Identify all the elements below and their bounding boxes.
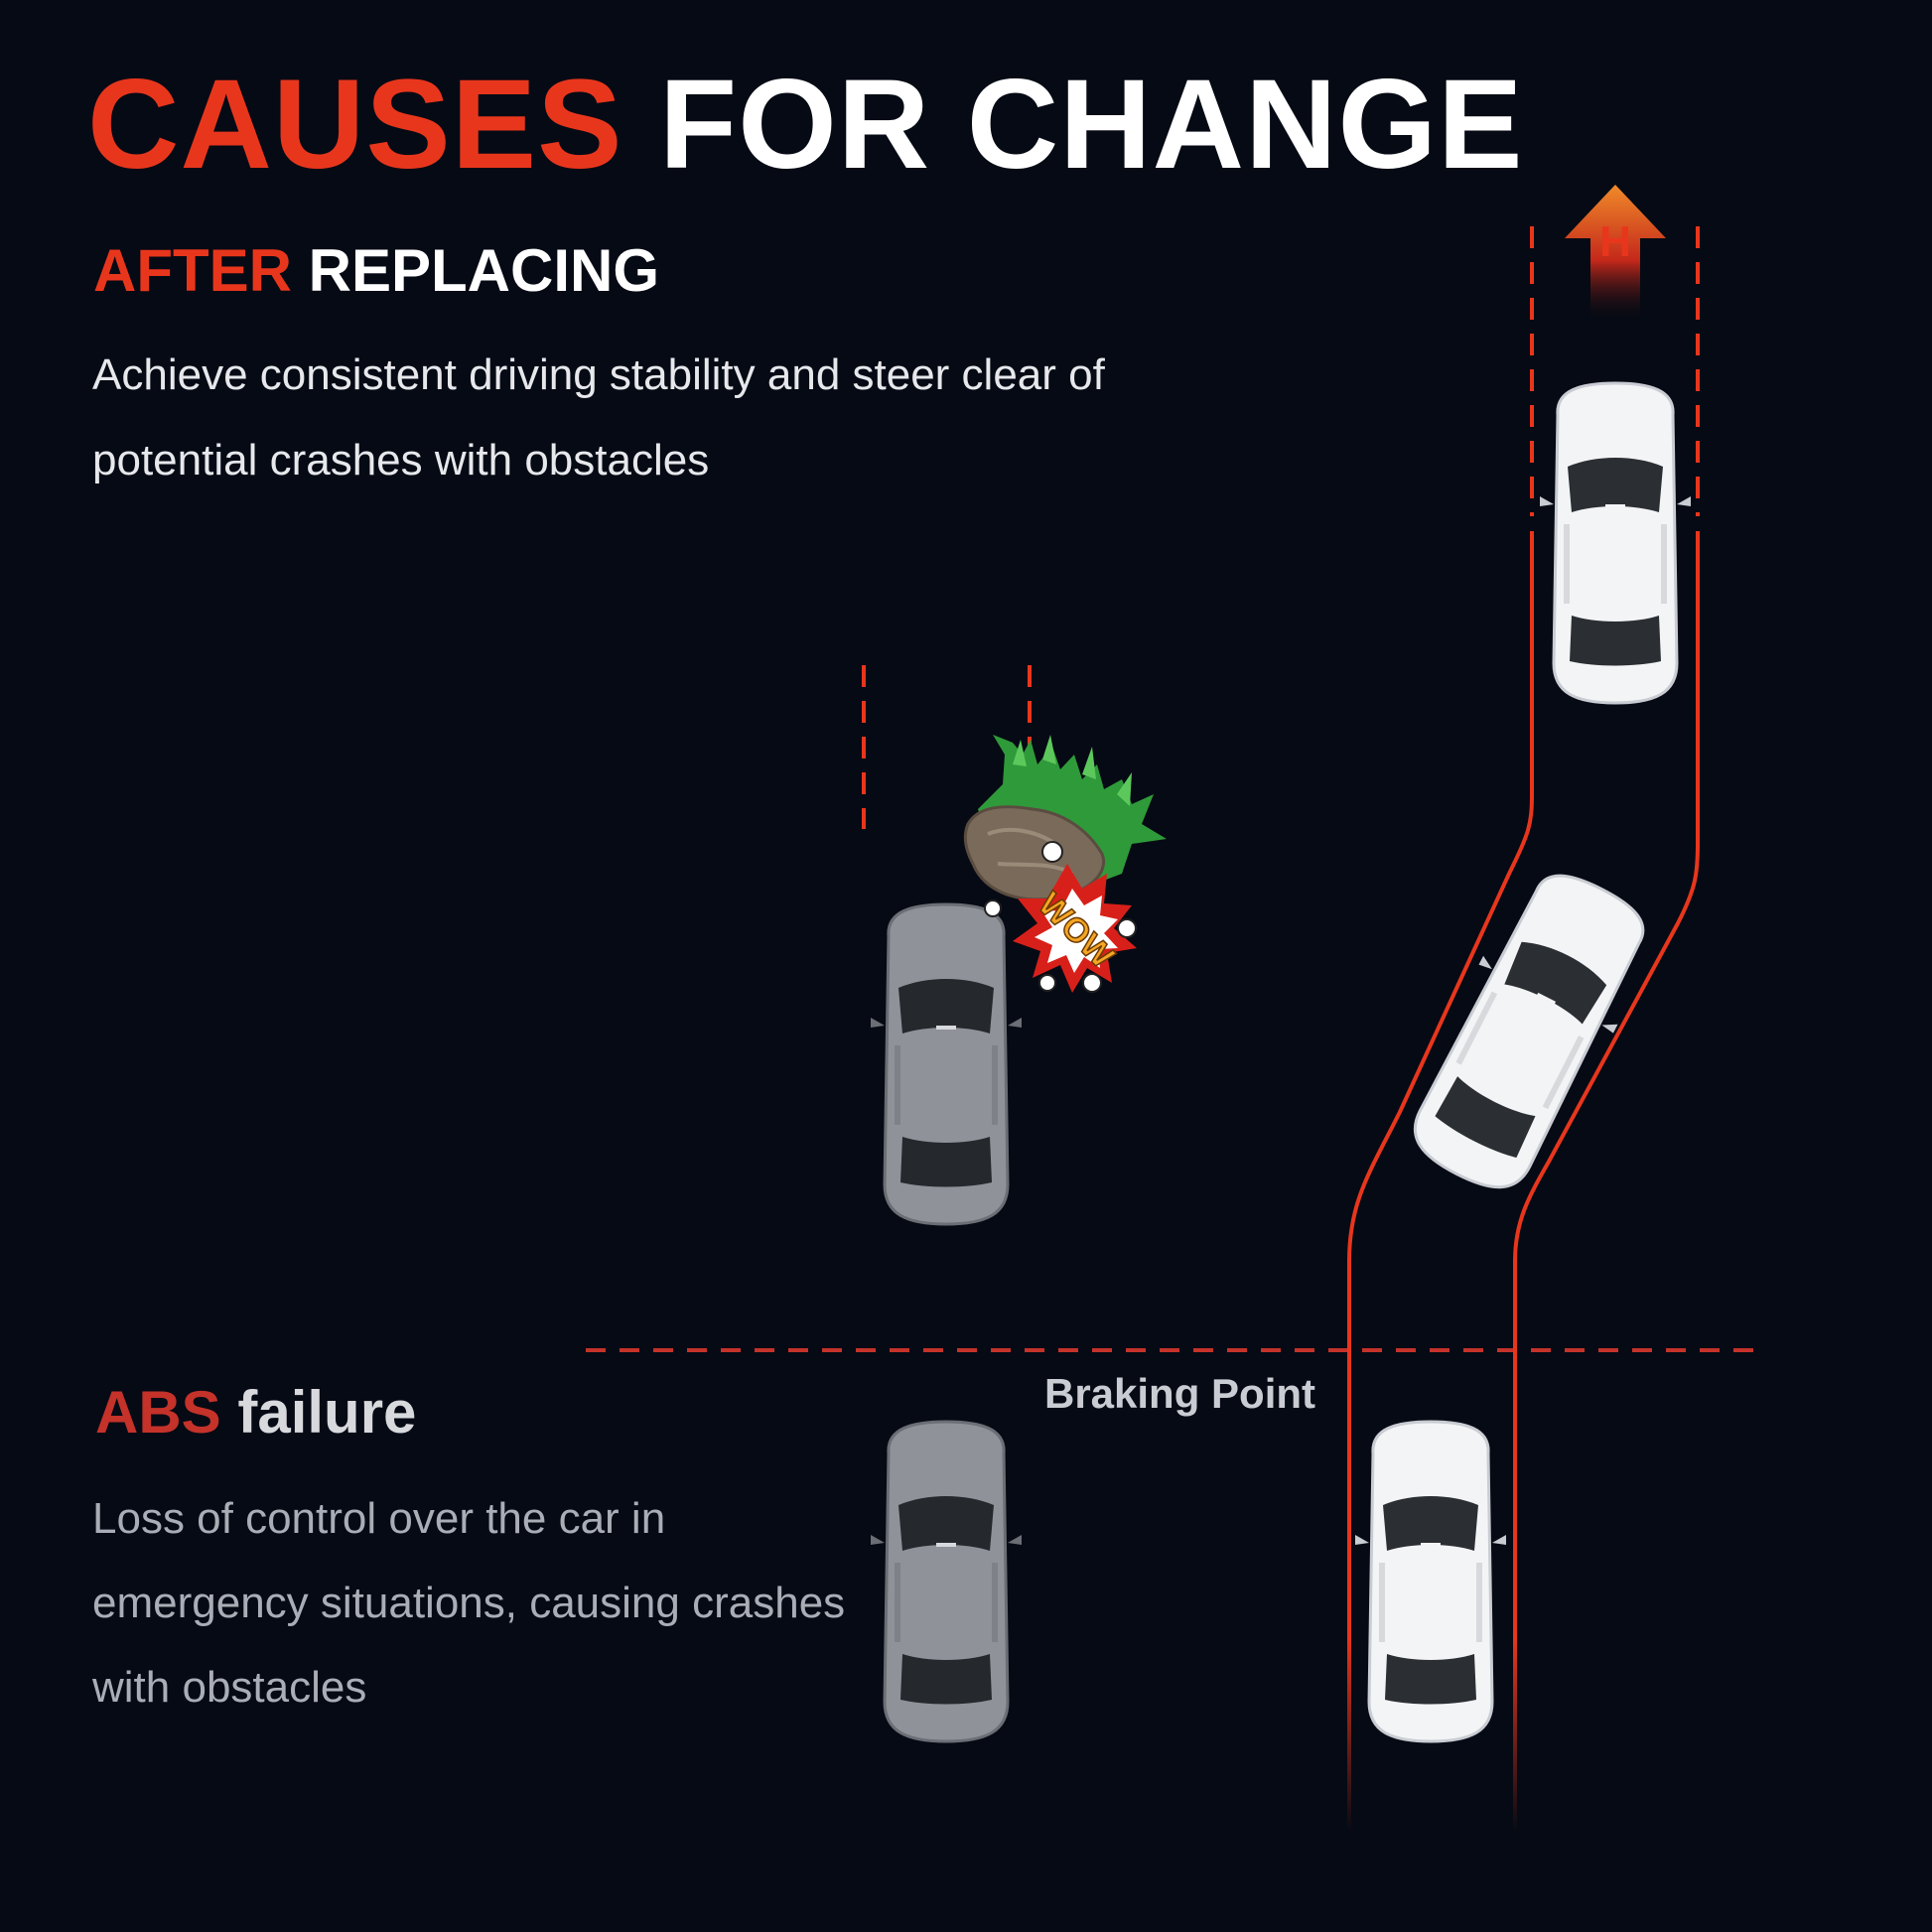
car-icon xyxy=(1538,381,1693,705)
up-arrow-icon: H xyxy=(1565,185,1666,323)
abs-failure-rest: failure xyxy=(237,1379,417,1446)
title-rest: FOR CHANGE xyxy=(659,54,1524,196)
braking-point-label: Braking Point xyxy=(1044,1370,1316,1417)
car-icon xyxy=(869,1420,1024,1743)
arrow-letter: H xyxy=(1599,217,1631,266)
abs-failure-heading: ABS failure xyxy=(95,1383,416,1443)
title-accent: CAUSES xyxy=(87,54,623,196)
car-icon xyxy=(869,902,1024,1226)
after-replacing-accent: AFTER xyxy=(93,237,292,304)
abs-failure-accent: ABS xyxy=(95,1379,221,1446)
after-replacing-description: Achieve consistent driving stability and… xyxy=(92,350,1105,484)
car-icon xyxy=(1353,1420,1508,1743)
page-title: CAUSES FOR CHANGE xyxy=(87,62,1523,189)
after-replacing-lane xyxy=(1347,226,1700,1832)
impact-burst-icon: WOW xyxy=(984,841,1137,993)
after-replacing-heading: AFTER REPLACING xyxy=(93,241,659,301)
car-icon xyxy=(1388,853,1671,1210)
after-replacing-rest: REPLACING xyxy=(308,237,660,304)
abs-failure-description: Loss of control over the car in emergenc… xyxy=(92,1494,846,1712)
